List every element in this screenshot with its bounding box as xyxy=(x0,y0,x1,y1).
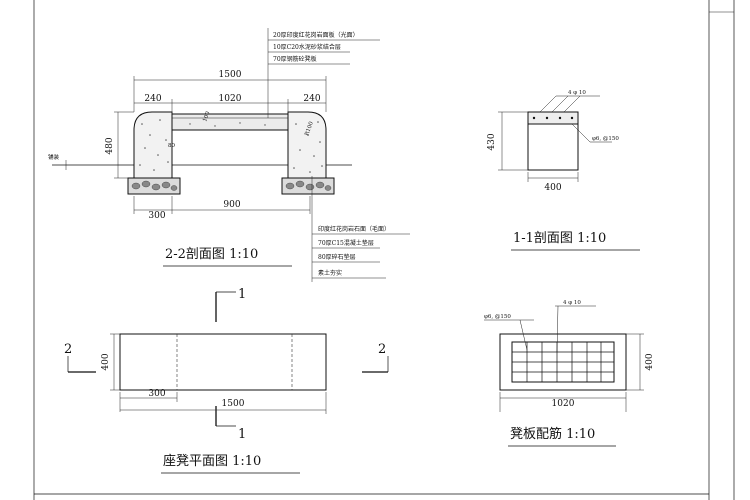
plan-outline xyxy=(119,333,327,391)
dim-rebar-height: 400 xyxy=(645,353,655,370)
callout-bottom-3: 80厚碎石垫层 xyxy=(318,253,356,261)
section-mark-1-top: 1 xyxy=(238,287,246,302)
callout-bottom-4: 素土夯实 xyxy=(318,269,342,277)
right-leg xyxy=(287,111,327,179)
dim-1-1-width: 400 xyxy=(544,183,561,193)
rebar-top-label: 4 φ 10 xyxy=(568,90,586,96)
bench-plan: 1 1 2 2 400 300 1500 座凳平面图 1:10 xyxy=(64,287,389,474)
dim-height: 480 xyxy=(105,137,115,154)
dim-total: 1500 xyxy=(219,70,242,80)
rebar-layout: φ6, @150 4 φ 10 1020 400 凳板配筋 1:10 xyxy=(484,300,655,447)
dim-right: 240 xyxy=(303,94,320,104)
rebar-label-left: φ6, @150 xyxy=(484,313,511,320)
dim-radius: R100 xyxy=(304,120,315,136)
dim-plan-base: 300 xyxy=(148,389,165,399)
rebar-title: 凳板配筋 1:10 xyxy=(510,426,595,442)
bench-slab xyxy=(171,113,289,131)
section-1-1: 4 φ 10 φ6, @150 430 400 1-1剖面图 1:10 xyxy=(487,90,640,251)
dim-plan-depth: 400 xyxy=(101,353,111,370)
section-mark-2-left: 2 xyxy=(64,342,72,357)
left-leg xyxy=(133,111,173,179)
dim-base: 300 xyxy=(148,211,165,221)
dim-middle: 1020 xyxy=(219,94,242,104)
dim-rebar-width: 1020 xyxy=(552,399,575,409)
plan-title: 座凳平面图 1:10 xyxy=(163,453,261,469)
dim-plan-total: 1500 xyxy=(222,399,245,409)
section-2-2-title: 2-2剖面图 1:10 xyxy=(165,247,258,262)
callout-top-2: 10厚C20水泥砂浆结合层 xyxy=(273,43,341,51)
section-1-1-title: 1-1剖面图 1:10 xyxy=(513,231,606,246)
callout-top-3: 70厚钢筋砼凳板 xyxy=(273,55,317,63)
section-2-2: 铺装 1500 xyxy=(48,28,410,282)
dim-inner: 900 xyxy=(223,200,240,210)
dim-small: 80 xyxy=(168,143,175,149)
dim-left: 240 xyxy=(144,94,161,104)
callout-top-1: 20厚印度红花岗岩面板（光面） xyxy=(273,31,359,39)
section-mark-1-bottom: 1 xyxy=(238,427,246,442)
rebar-side-label: φ6, @150 xyxy=(592,135,619,142)
dim-1-1-height: 430 xyxy=(487,133,497,150)
callout-bottom-2: 70厚C15混凝土垫层 xyxy=(318,239,374,247)
rebar-slab-outline xyxy=(499,333,627,391)
callout-bottom-1: 印度红花岗岩石面（毛面） xyxy=(318,225,390,233)
rebar-label-top: 4 φ 10 xyxy=(563,300,581,306)
pave-label: 铺装 xyxy=(48,153,60,161)
dim-slab: 100 xyxy=(202,110,211,122)
section-mark-2-right: 2 xyxy=(378,342,386,357)
